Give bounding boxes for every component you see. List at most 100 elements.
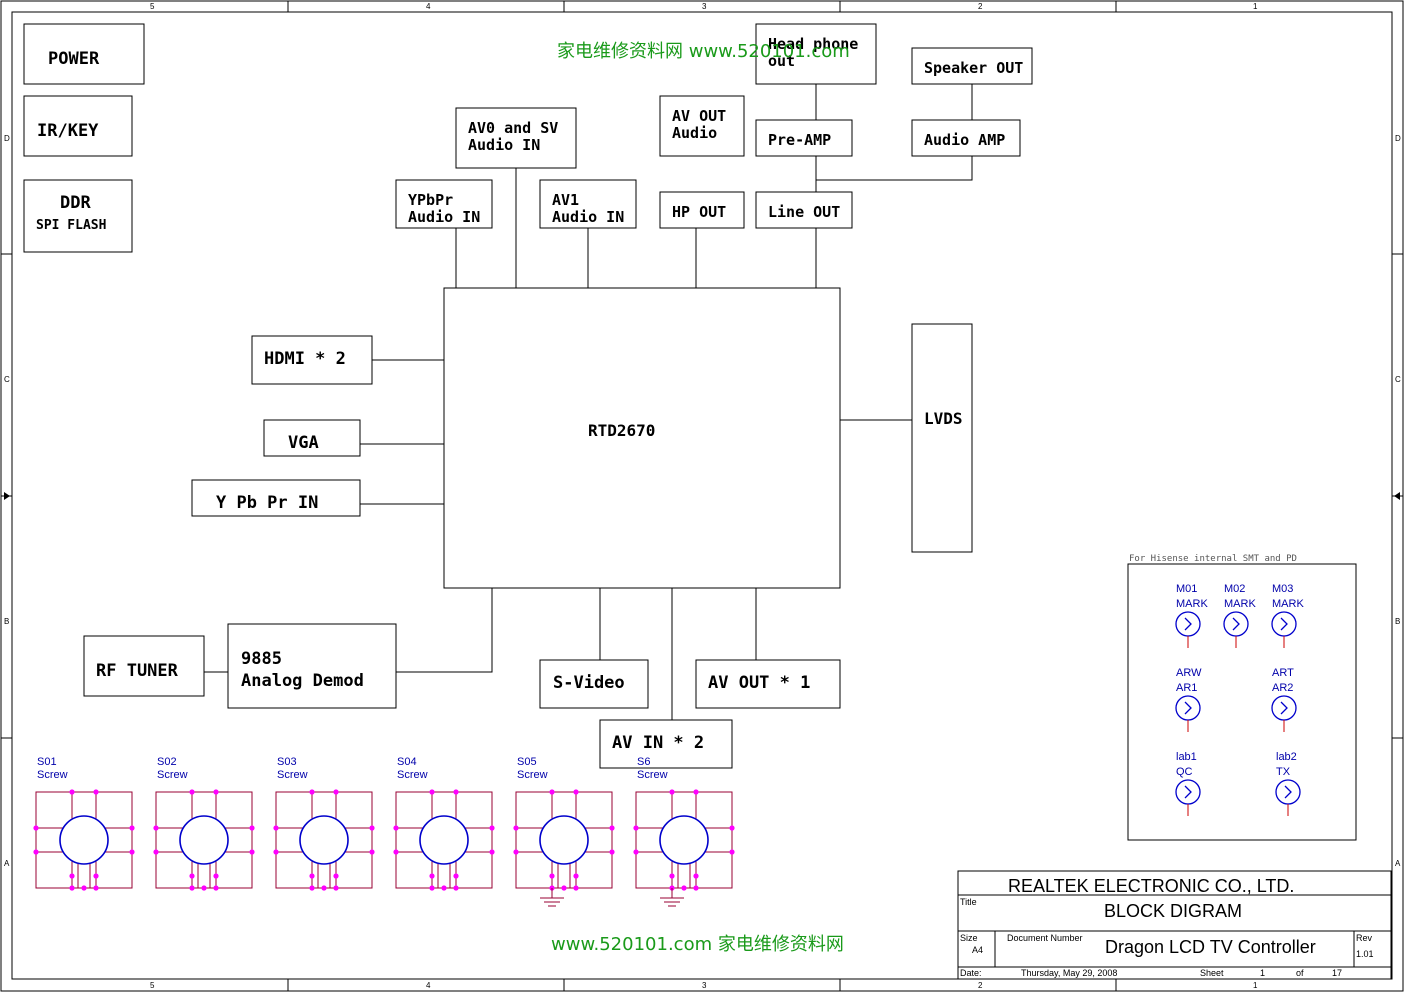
ypbpr-audio-block: YPbPr Audio IN bbox=[395, 179, 493, 229]
ddr-label: DDR bbox=[60, 193, 91, 213]
speaker-out-block: Speaker OUT bbox=[911, 47, 1033, 85]
mark-ref: lab1 bbox=[1176, 751, 1197, 763]
hp-out-label: HP OUT bbox=[672, 203, 726, 221]
audio-amp-block: Audio AMP bbox=[911, 119, 1021, 157]
mark-chevron-icon bbox=[1184, 701, 1192, 715]
mark-circle bbox=[1271, 695, 1297, 721]
vga-label: VGA bbox=[288, 433, 319, 453]
irkey-block: IR/KEY bbox=[23, 95, 133, 157]
screw-pin-dot bbox=[693, 885, 699, 891]
left-center-arrow bbox=[4, 492, 10, 500]
headphone-label-1: Head phone bbox=[768, 35, 858, 53]
col-label: 4 bbox=[426, 2, 431, 11]
irkey-label: IR/KEY bbox=[37, 121, 99, 141]
screw-pin-dot bbox=[489, 825, 495, 831]
screw-pin-dot bbox=[633, 825, 639, 831]
row-label: C bbox=[4, 375, 10, 384]
screw-pin-dot bbox=[693, 789, 699, 795]
screw-pin-dot bbox=[573, 885, 579, 891]
screw-value: Screw bbox=[397, 769, 428, 781]
hdmi-label: HDMI * 2 bbox=[264, 349, 346, 369]
mark-chevron-icon bbox=[1184, 617, 1192, 631]
pre-amp-block: Pre-AMP bbox=[755, 119, 853, 157]
av-in-2-block: AV IN * 2 bbox=[599, 719, 733, 769]
screw-pin-dot bbox=[189, 885, 195, 891]
ypbpr-in-block: Y Pb Pr IN bbox=[191, 479, 361, 517]
ypbpr-audio-label-1: YPbPr bbox=[408, 191, 453, 209]
mark-chevron-icon bbox=[1184, 785, 1192, 799]
screw-pin-dot bbox=[129, 825, 135, 831]
date-value: Thursday, May 29, 2008 bbox=[1021, 968, 1117, 978]
screw-value: Screw bbox=[157, 769, 188, 781]
screw-pin-dot bbox=[213, 789, 219, 795]
mark-circle bbox=[1175, 611, 1201, 637]
right-center-arrow bbox=[1394, 492, 1400, 500]
row-label: D bbox=[4, 134, 10, 143]
screw-pin-dot bbox=[93, 789, 99, 795]
screw-pin-dot bbox=[393, 825, 399, 831]
screw-pin-dot bbox=[549, 789, 555, 795]
row-label: C bbox=[1395, 375, 1401, 384]
screw-pin-dot bbox=[333, 885, 339, 891]
document-number: Dragon LCD TV Controller bbox=[1105, 937, 1316, 957]
hdmi-block: HDMI * 2 bbox=[251, 335, 373, 385]
screw-pin-dot bbox=[93, 885, 99, 891]
demod-label-2: Analog Demod bbox=[241, 671, 364, 691]
screw-pin-dot bbox=[453, 885, 459, 891]
line-out-block: Line OUT bbox=[755, 191, 853, 229]
mark-value: TX bbox=[1276, 766, 1291, 778]
col-label: 1 bbox=[1253, 981, 1258, 990]
title-caption: Title bbox=[960, 897, 977, 907]
screw-pin-dot bbox=[489, 849, 495, 855]
col-label: 2 bbox=[978, 2, 983, 11]
mark-circle bbox=[1175, 779, 1201, 805]
screw-pin-dot bbox=[549, 873, 555, 879]
screw-pin-dot bbox=[729, 849, 735, 855]
col-label: 5 bbox=[150, 2, 155, 11]
screw-pin-dot bbox=[129, 849, 135, 855]
screw-value: Screw bbox=[517, 769, 548, 781]
mark-ref: M02 bbox=[1224, 583, 1245, 595]
screw-pin-dot bbox=[333, 789, 339, 795]
screw-pin-dot bbox=[33, 849, 39, 855]
screw-pin-dot bbox=[213, 885, 219, 891]
av-in-2-label: AV IN * 2 bbox=[612, 733, 704, 753]
screw-pin-dot bbox=[513, 825, 519, 831]
screw-hole-circle bbox=[299, 815, 349, 865]
col-label: 2 bbox=[978, 981, 983, 990]
row-label: A bbox=[1395, 859, 1401, 868]
screw-pin-dot bbox=[249, 849, 255, 855]
title-block: REALTEK ELECTRONIC CO., LTD. Title BLOCK… bbox=[957, 870, 1392, 980]
screw-pin-dot bbox=[201, 885, 207, 891]
av-out-1-block: AV OUT * 1 bbox=[695, 659, 841, 709]
screw-ref: S03 bbox=[277, 756, 297, 768]
screw-pin-dot bbox=[633, 849, 639, 855]
screw-pin-dot bbox=[429, 789, 435, 795]
rf-tuner-label: RF TUNER bbox=[96, 661, 179, 681]
screw-value: Screw bbox=[637, 769, 668, 781]
docnum-caption: Document Number bbox=[1007, 933, 1083, 943]
screw-pin-dot bbox=[561, 885, 567, 891]
mark-value: AR2 bbox=[1272, 682, 1293, 694]
mark-value: MARK bbox=[1224, 598, 1256, 610]
screw-pin-dot bbox=[669, 789, 675, 795]
mark-circle bbox=[1271, 611, 1297, 637]
mark-ref: ARW bbox=[1176, 667, 1202, 679]
mark-ref: M01 bbox=[1176, 583, 1197, 595]
power-label: POWER bbox=[48, 49, 100, 69]
company-name: REALTEK ELECTRONIC CO., LTD. bbox=[1008, 876, 1294, 896]
col-label: 5 bbox=[150, 981, 155, 990]
av0-label-2: Audio IN bbox=[468, 136, 540, 154]
screw-ref: S05 bbox=[517, 756, 537, 768]
hp-out-block: HP OUT bbox=[659, 191, 745, 229]
avout-audio-label-1: AV OUT bbox=[672, 107, 726, 125]
screw-ref: S02 bbox=[157, 756, 177, 768]
screw-pin-dot bbox=[189, 789, 195, 795]
